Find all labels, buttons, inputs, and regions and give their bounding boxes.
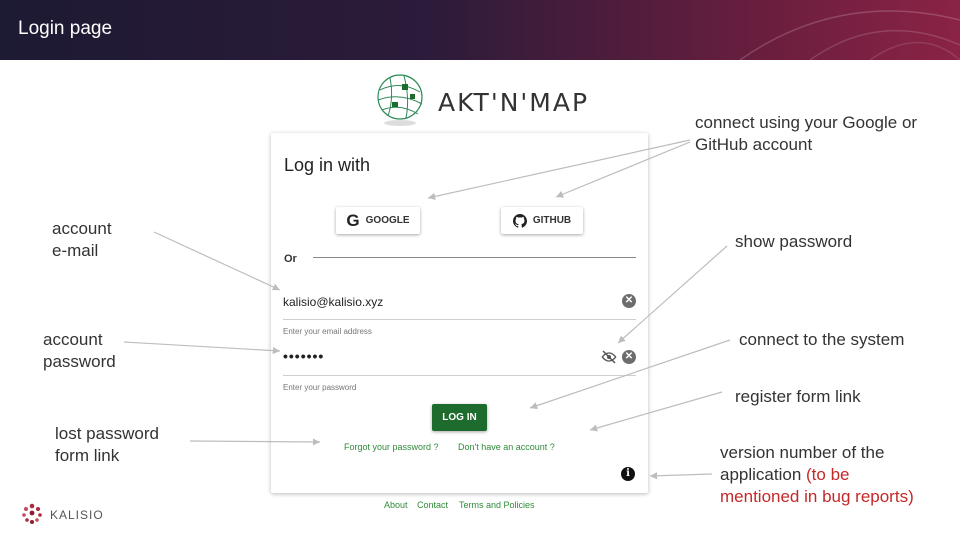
- google-login-label: GOOGLE: [365, 215, 410, 226]
- brand-globe-logo: [377, 74, 423, 126]
- note-show-password: show password: [735, 232, 853, 251]
- banner-decoration: [739, 10, 960, 60]
- login-title: Log in with: [284, 155, 371, 175]
- github-icon: [512, 213, 527, 228]
- note-lost-password: lost password form link: [55, 423, 159, 467]
- arrow-email: [153, 231, 281, 291]
- note-lost-line2: form link: [55, 446, 120, 465]
- email-hint: Enter your email address: [283, 327, 372, 336]
- or-separator-label: Or: [284, 253, 297, 265]
- about-link[interactable]: About: [384, 500, 408, 510]
- header-banner: Login page: [0, 0, 960, 60]
- note-version-line1: version number of the: [720, 443, 885, 462]
- banner-title: Login page: [18, 18, 113, 39]
- note-email-line2: e-mail: [52, 241, 99, 260]
- login-card: Log in with G GOOGLE GITHUB Or ✕ Enter y…: [271, 133, 648, 493]
- eye-off-icon[interactable]: [601, 350, 617, 364]
- or-divider: [313, 257, 636, 258]
- password-hint: Enter your password: [283, 383, 357, 392]
- google-login-button[interactable]: G GOOGLE: [336, 207, 420, 234]
- google-icon: G: [346, 210, 360, 230]
- note-version-app: application: [720, 465, 802, 484]
- kalisio-wordmark: KALISIO: [50, 508, 104, 522]
- github-login-button[interactable]: GITHUB: [501, 207, 583, 234]
- note-connect: connect to the system: [739, 330, 905, 349]
- note-oauth: connect using your Google or GitHub acco…: [695, 112, 917, 156]
- contact-link[interactable]: Contact: [417, 500, 449, 510]
- password-input[interactable]: •••••••: [283, 348, 325, 364]
- github-login-label: GITHUB: [532, 215, 572, 226]
- kalisio-logo: [22, 503, 42, 524]
- arrow-version: [649, 472, 713, 480]
- note-version: version number of the application (to be…: [720, 442, 914, 508]
- email-input[interactable]: [283, 292, 603, 312]
- terms-link[interactable]: Terms and Policies: [459, 500, 535, 510]
- register-link[interactable]: Don't have an account ?: [458, 442, 555, 452]
- note-register: register form link: [735, 387, 861, 406]
- forgot-password-link[interactable]: Forgot your password ?: [344, 442, 439, 452]
- brand-name: AKT'N'MAP: [438, 88, 590, 117]
- note-password: account password: [43, 329, 116, 373]
- arrow-password: [123, 341, 281, 355]
- note-password-line2: password: [43, 352, 116, 371]
- email-underline: [283, 319, 636, 320]
- password-underline: [283, 375, 636, 376]
- note-password-line1: account: [43, 330, 103, 349]
- note-oauth-line1: connect using your Google or: [695, 113, 918, 132]
- info-icon[interactable]: i: [621, 467, 635, 481]
- note-lost-line1: lost password: [55, 424, 159, 443]
- note-oauth-line2: GitHub account: [695, 135, 813, 154]
- note-email-line1: account: [52, 219, 112, 238]
- note-email: account e-mail: [52, 218, 112, 262]
- note-version-red2: mentioned in bug reports): [720, 487, 914, 506]
- note-version-line2: application (to be: [720, 464, 914, 486]
- clear-icon[interactable]: ✕: [622, 350, 636, 364]
- login-button[interactable]: LOG IN: [432, 404, 487, 431]
- note-version-red1: (to be: [806, 465, 850, 484]
- clear-icon[interactable]: ✕: [622, 294, 636, 308]
